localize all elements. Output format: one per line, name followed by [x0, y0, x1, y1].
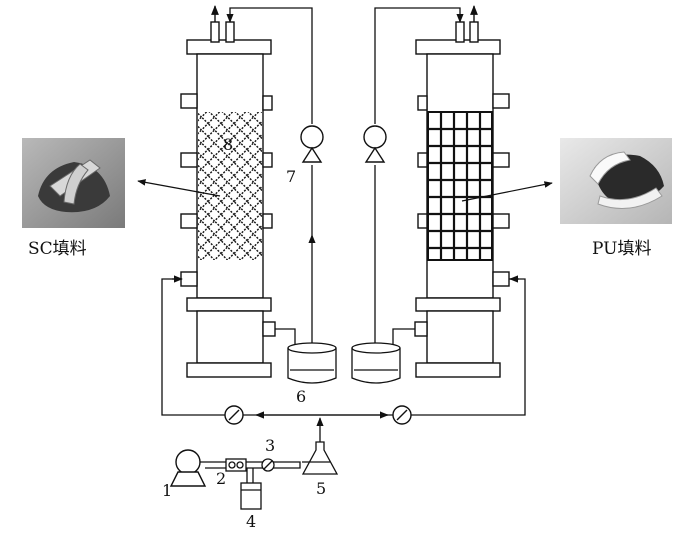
label-packing-section: 8 [223, 135, 233, 154]
gauge-right [392, 405, 412, 425]
label-recirc-pump: 7 [286, 167, 296, 186]
label-flask: 5 [316, 479, 326, 498]
recirc-pump-right [363, 125, 387, 163]
valve [261, 458, 275, 472]
air-pump [169, 449, 207, 487]
label-water-bottle: 4 [246, 512, 256, 531]
sc-pointer-arrow [137, 179, 221, 197]
pu-pointer-arrow [461, 181, 553, 202]
pu-packing-photo [560, 138, 672, 224]
left-reactor [180, 5, 276, 378]
gauge-left [224, 405, 244, 425]
sc-packing-photo [22, 138, 125, 228]
label-reservoir: 6 [296, 387, 306, 406]
label-flow-meter: 2 [216, 469, 226, 488]
caption-sc-packing: SC填料 [28, 239, 87, 259]
reservoir-left [287, 342, 337, 384]
label-air-pump: 1 [162, 481, 172, 500]
reservoir-right [351, 342, 401, 384]
caption-pu-packing: PU填料 [592, 239, 651, 259]
conical-flask [301, 441, 339, 475]
flow-meter [225, 458, 247, 472]
recirculation-piping [226, 7, 464, 362]
label-valve: 3 [265, 436, 275, 455]
recirc-pump-left [300, 125, 324, 163]
right-reactor [414, 5, 510, 378]
water-bottle [240, 482, 262, 510]
